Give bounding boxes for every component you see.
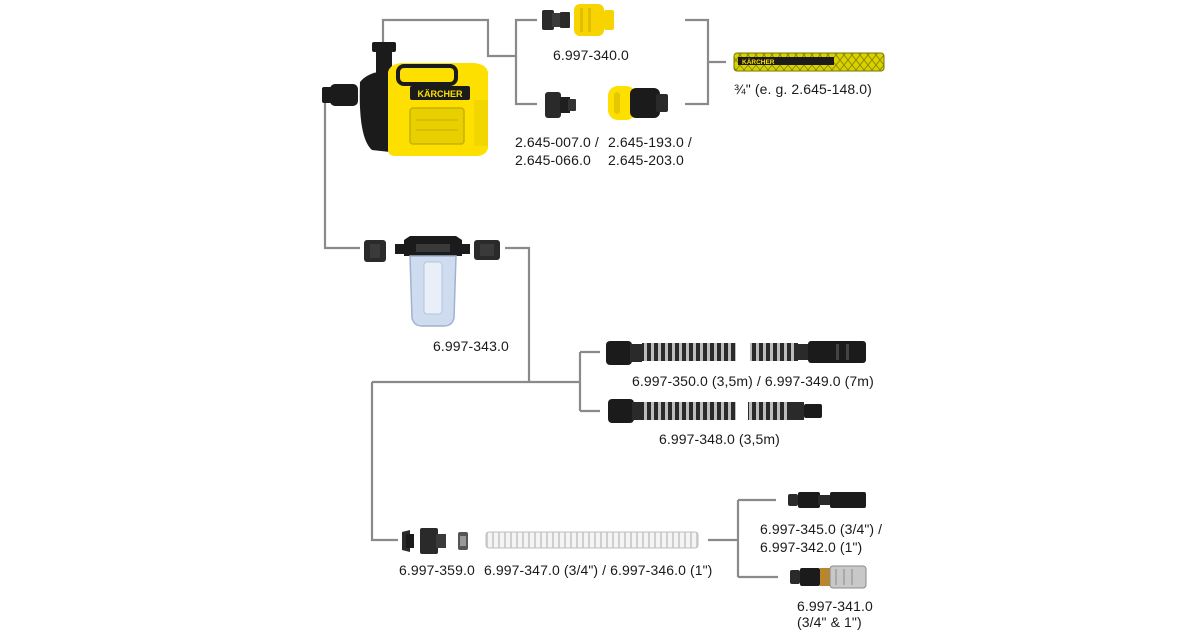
pump-handle (396, 64, 458, 86)
label-adapter-set: 6.997-359.0 (399, 562, 475, 578)
label-adapter-line1: 2.645-007.0 / (515, 134, 599, 150)
line-accessories-to-hose (685, 18, 710, 106)
label-suction-hose-short: 6.997-348.0 (3,5m) (659, 431, 780, 447)
label-spiral-hose: 6.997-347.0 (3/4") / 6.997-346.0 (1") (484, 562, 713, 578)
hose-coupling-icon (608, 86, 668, 120)
suction-valve-icon (788, 492, 866, 508)
label-coupling-line2: 2.645-203.0 (608, 152, 684, 168)
line-to-adapter-set (370, 382, 398, 542)
label-filter: 6.997-343.0 (433, 338, 509, 354)
filter-valve-icon (790, 565, 867, 589)
garden-hose-icon: KÄRCHER (733, 52, 885, 72)
suction-hose-short-icon (608, 399, 822, 423)
label-filter-valve-line2: (3/4" & 1") (797, 614, 862, 630)
connector-set-icon (542, 4, 614, 36)
line-filter-to-suction (505, 246, 531, 382)
line-pump-to-adapter (514, 56, 537, 106)
garden-pump: KÄRCHER (322, 42, 488, 156)
label-coupling-line1: 2.645-193.0 / (608, 134, 692, 150)
line-spiral-to-valves (708, 498, 778, 579)
pre-filter-icon (364, 236, 500, 327)
label-suction-hose-long: 6.997-350.0 (3,5m) / 6.997-349.0 (7m) (632, 373, 874, 389)
line-pump-side-to-filter (323, 88, 360, 250)
pump-front-panel (409, 107, 465, 145)
label-valve-line1: 6.997-345.0 (3/4") / (760, 521, 883, 537)
suction-hose-long-icon (606, 341, 866, 365)
label-hose: ¾" (e. g. 2.645-148.0) (734, 81, 872, 97)
label-valve-line2: 6.997-342.0 (1") (760, 539, 863, 555)
spiral-hose-icon (485, 531, 699, 549)
label-filter-valve-line1: 6.997-341.0 (797, 598, 873, 614)
hose-print: KÄRCHER (742, 58, 775, 66)
pump-logo: KÄRCHER (418, 89, 464, 99)
thread-adapter-icon (545, 92, 576, 118)
line-suction-branch (372, 350, 600, 413)
line-pump-top-to-accessories (381, 18, 537, 58)
label-adapter-line2: 2.645-066.0 (515, 152, 591, 168)
pump-motor-housing (359, 71, 390, 152)
pump-inlet-fitting (330, 84, 358, 106)
adapter-set-icon (402, 528, 468, 554)
label-connector-set: 6.997-340.0 (553, 47, 629, 63)
